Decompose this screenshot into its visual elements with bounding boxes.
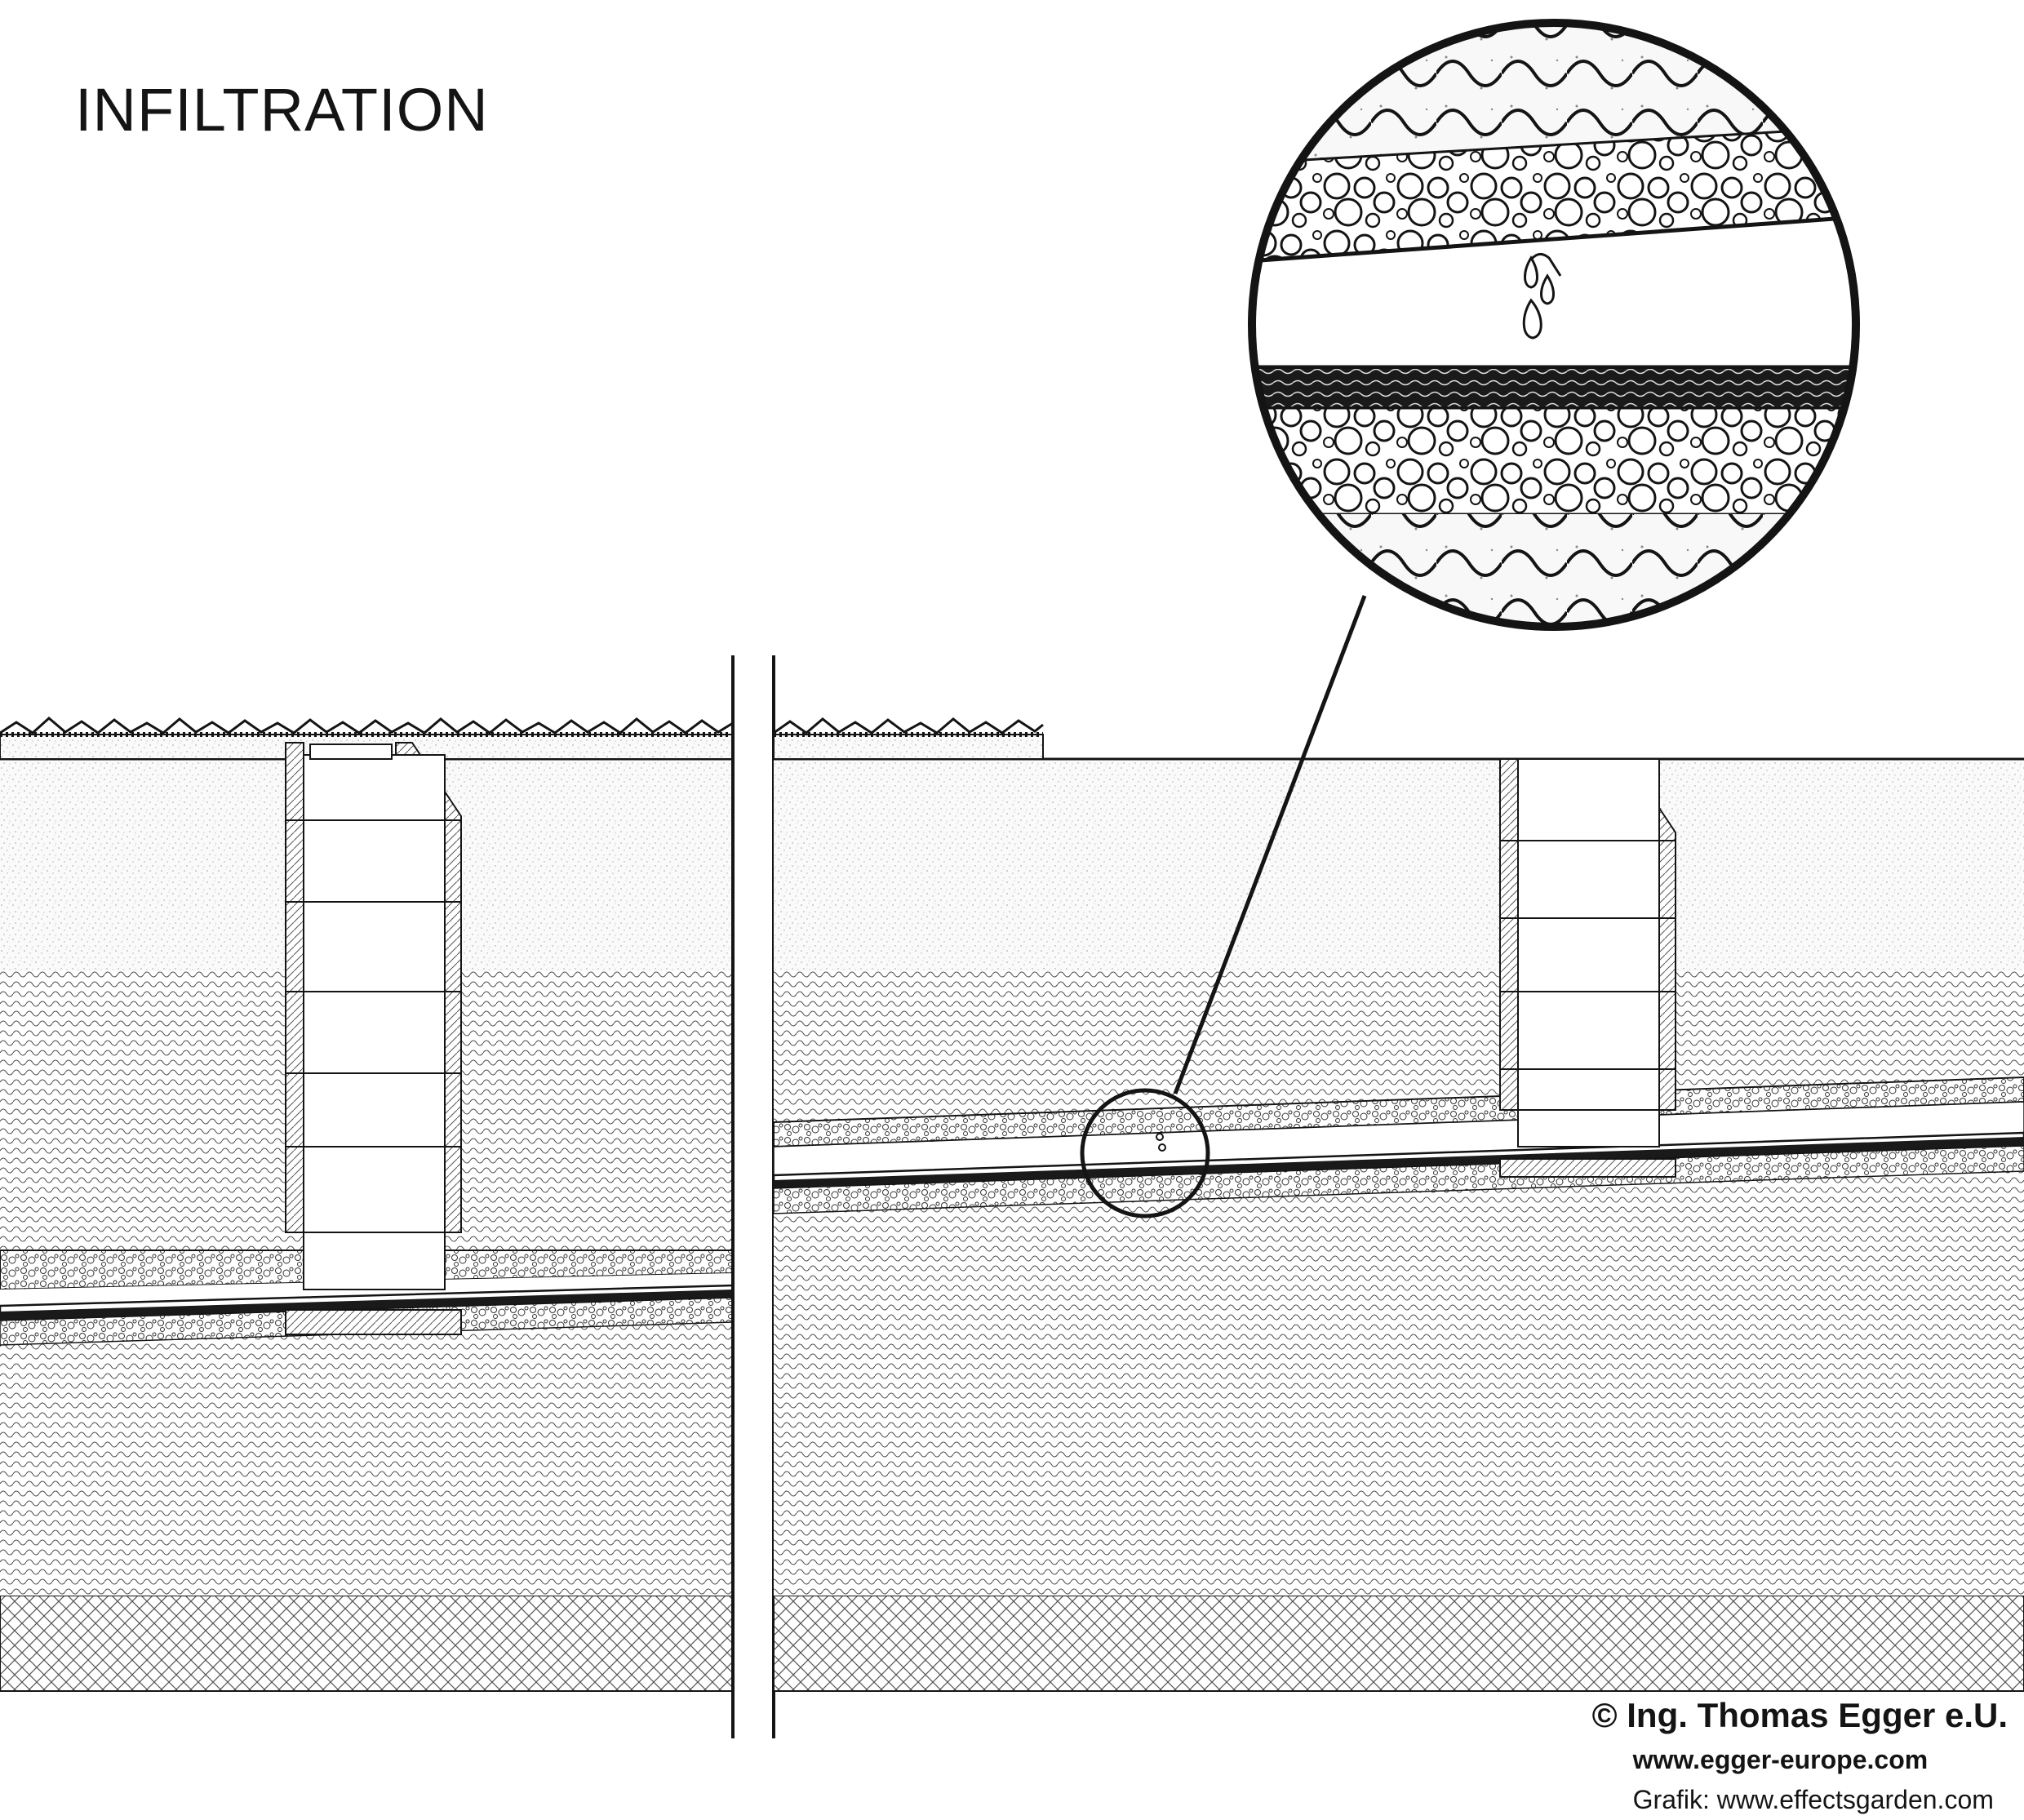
- clay-soil-layer: [774, 971, 2024, 1596]
- detail-fleece: [1254, 366, 1854, 410]
- detail-magnifier-ring: [1248, 19, 1860, 631]
- leak-droplets-small: [1156, 1133, 1166, 1152]
- water-droplet-icon: [1522, 253, 1562, 340]
- callout-leader-line: [1173, 595, 1367, 1094]
- graphic-credit: Grafik: www.effectsgarden.com: [1632, 1785, 1994, 1814]
- geotextile-fleece: [0, 1290, 733, 1321]
- topsoil-layer: [774, 759, 2024, 971]
- detail-marker-circle: [1080, 1088, 1210, 1219]
- detail-gravel-lower: [1254, 406, 1854, 516]
- page-title: INFILTRATION: [75, 76, 489, 144]
- panel-left: [0, 717, 735, 1692]
- turf-layer: [773, 717, 1044, 760]
- credits-block: © Ing. Thomas Egger e.U. www.egger-europ…: [1592, 1696, 2008, 1815]
- panel-right: [772, 595, 2024, 1692]
- detail-pipe-interior: [1254, 214, 1854, 370]
- bedrock-layer: [773, 1595, 2024, 1692]
- inspection-shaft: [1499, 758, 1676, 1178]
- inspection-shaft: [285, 742, 462, 1335]
- bedrock-layer: [0, 1595, 734, 1692]
- copyright-text: © Ing. Thomas Egger e.U.: [1591, 1696, 2008, 1734]
- website-link[interactable]: www.egger-europe.com: [1632, 1745, 1929, 1774]
- detail-magnifier: [1248, 19, 1860, 631]
